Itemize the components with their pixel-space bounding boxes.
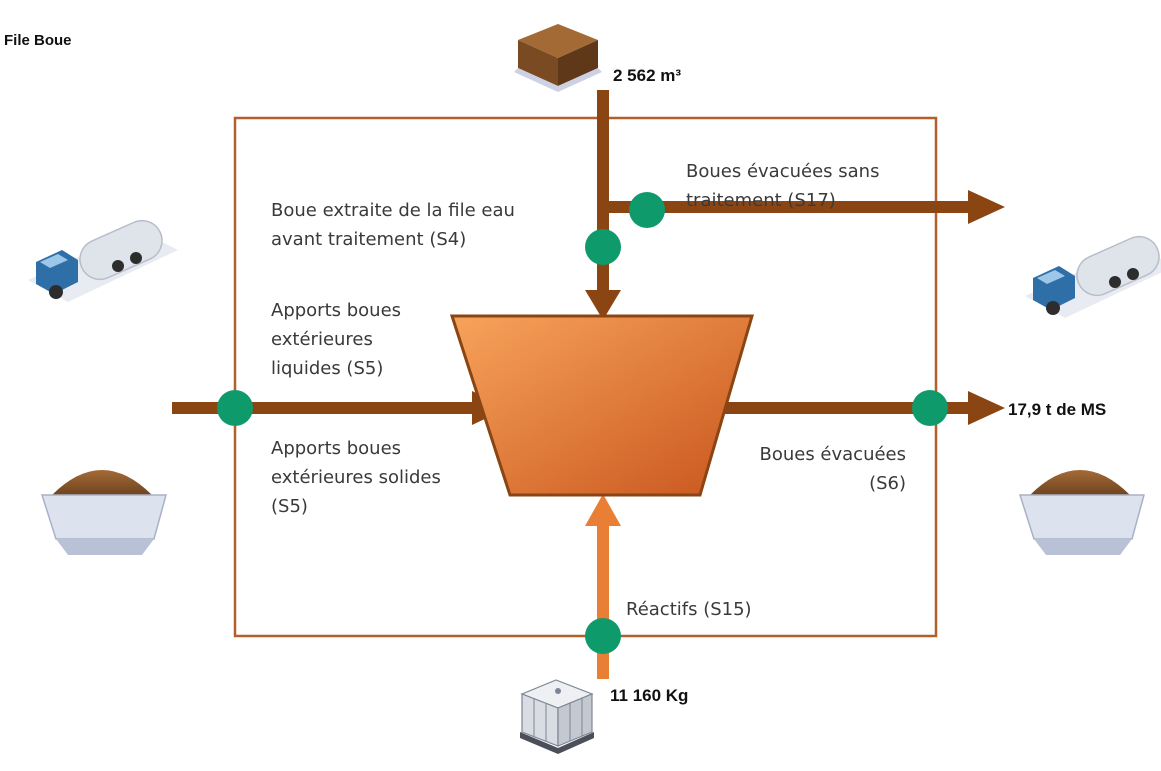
- label-s6: Boues évacuées (S6): [759, 444, 906, 494]
- label-s5-liquid: Apports boues extérieures liquides (S5): [271, 300, 402, 379]
- arrow-head-right: [968, 190, 1005, 224]
- arrow-head-right: [968, 391, 1005, 425]
- tanker-truck-icon: [1025, 235, 1161, 318]
- ibc-container-icon: [520, 679, 594, 754]
- arrow-head-down: [585, 290, 621, 320]
- dry-matter-value: 17,9 t de MS: [1008, 400, 1107, 419]
- measure-point-s4: [585, 229, 621, 265]
- measure-point-s6: [912, 390, 948, 426]
- measure-point-s15: [585, 618, 621, 654]
- page-title: File Boue: [4, 32, 72, 49]
- outflow-pipe-s6: [720, 391, 1005, 425]
- volume-value: 2 562 m³: [613, 66, 682, 85]
- sludge-cube-icon: [514, 24, 602, 92]
- outflow-pipe-s17: [603, 190, 1005, 224]
- label-s5-solid: Apports boues extérieures solides (S5): [271, 438, 441, 517]
- sludge-skip-icon: [40, 470, 167, 555]
- sludge-treatment-hopper: [449, 314, 754, 497]
- label-s17: Boues évacuées sans traitement (S17): [686, 161, 880, 211]
- measure-point-s5: [217, 390, 253, 426]
- label-s4: Boue extraite de la file eau avant trait…: [271, 200, 515, 250]
- arrow-head-up: [585, 494, 621, 526]
- reagent-mass-value: 11 160 Kg: [610, 686, 689, 705]
- measure-point-s17: [629, 192, 665, 228]
- sludge-skip-icon: [1018, 470, 1145, 555]
- label-s15: Réactifs (S15): [626, 599, 752, 620]
- tanker-truck-icon: [28, 219, 178, 302]
